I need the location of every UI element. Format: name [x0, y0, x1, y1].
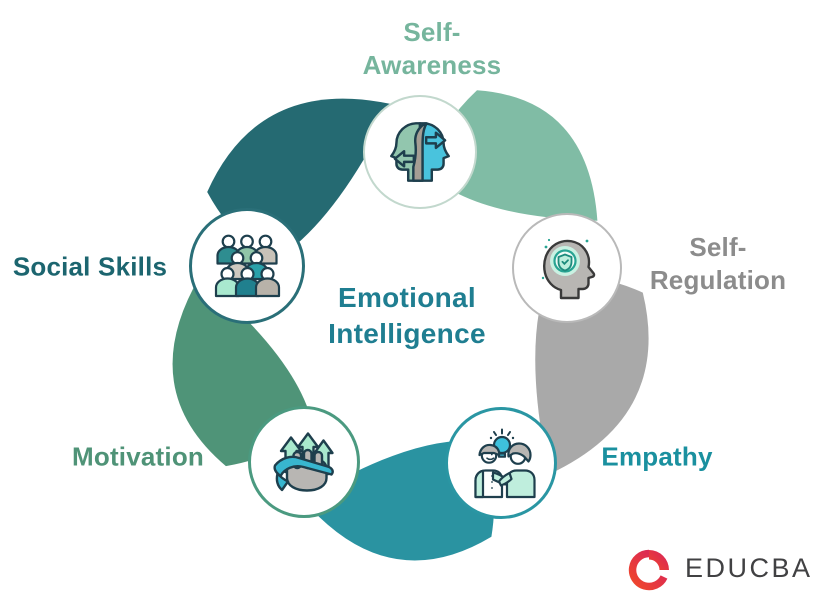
self-regulation-circle: [512, 213, 622, 323]
social-skills-label: Social Skills: [12, 251, 168, 282]
motivation-label: Motivation: [72, 441, 204, 472]
two-heads-arrows-icon: [390, 122, 450, 182]
head-shield-icon: [541, 238, 596, 300]
ring-segment-self-regulation: [535, 273, 649, 475]
fist-up-arrows-icon: [273, 432, 334, 492]
empathy-circle: [445, 407, 557, 519]
educba-logo: EDUCBA: [624, 542, 813, 594]
social-skills-circle: [189, 208, 305, 324]
handshake-bulb-icon: [474, 428, 536, 499]
page-title: Emotional Intelligence: [328, 282, 486, 349]
educba-logo-text: EDUCBA: [685, 552, 813, 583]
motivation-circle: [248, 406, 360, 518]
self-awareness-label: Self- Awareness: [362, 17, 502, 80]
self-awareness-circle: [363, 95, 477, 209]
empathy-label: Empathy: [601, 441, 713, 472]
self-regulation-label: Self- Regulation: [649, 232, 787, 295]
educba-swirl-icon: [628, 549, 669, 591]
people-group-icon: [214, 234, 281, 298]
